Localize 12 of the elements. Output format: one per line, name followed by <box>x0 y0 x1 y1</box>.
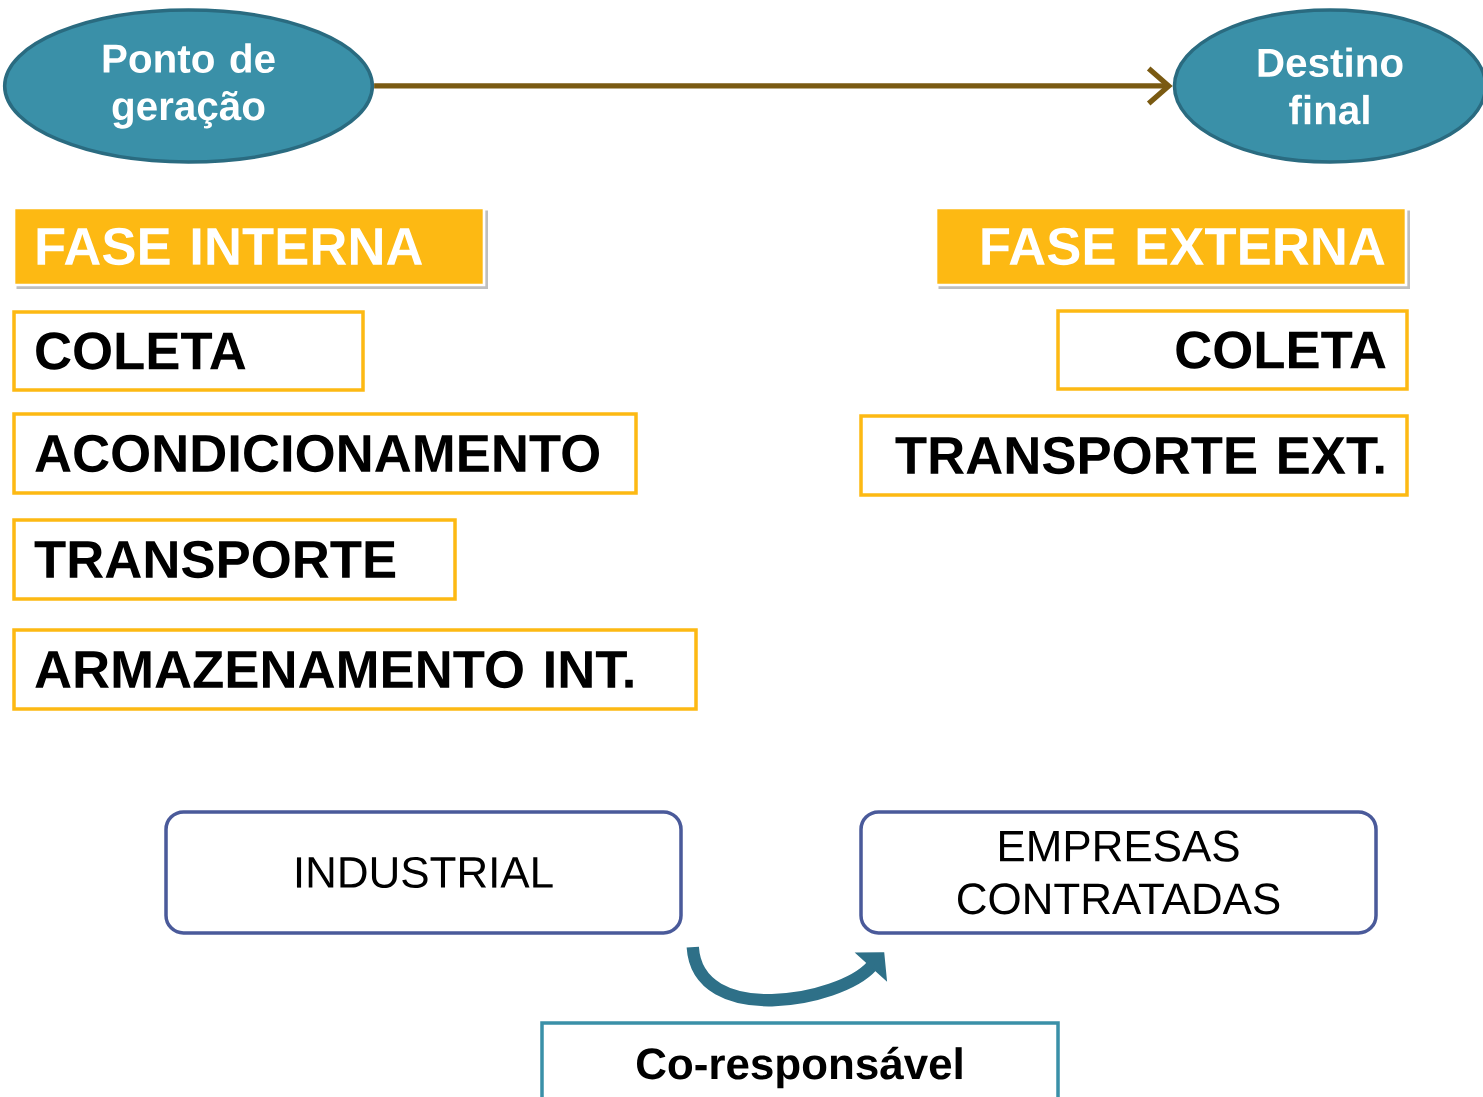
step-box: TRANSPORTE <box>12 518 457 601</box>
rounded-box: INDUSTRIAL <box>164 810 683 935</box>
phase-banner: FASE EXTERNA <box>934 206 1408 287</box>
step-box: ACONDICIONAMENTO <box>12 412 638 495</box>
step-box: COLETA <box>1056 309 1409 391</box>
rounded-box: EMPRESAS CONTRATADAS <box>859 810 1378 935</box>
label-box: Co-responsável <box>540 1021 1060 1097</box>
step-box: TRANSPORTE EXT. <box>859 414 1409 497</box>
phase-banner: FASE INTERNA <box>12 206 486 287</box>
step-box: ARMAZENAMENTO INT. <box>12 628 698 711</box>
arrow <box>374 66 1173 106</box>
step-box: COLETA <box>12 310 365 392</box>
